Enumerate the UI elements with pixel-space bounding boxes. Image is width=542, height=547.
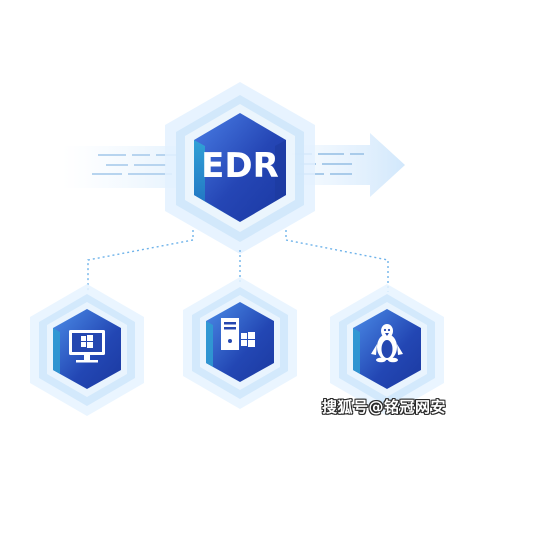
connector-lines [87,230,389,292]
server-windows-icon [221,318,255,350]
endpoint-windows-desktop [30,284,144,416]
edr-label: EDR [201,146,279,186]
windows-monitor-icon [69,330,105,363]
linux-penguin-icon [371,324,403,363]
edr-center-node: EDR [165,82,315,254]
endpoint-windows-server [183,277,297,409]
endpoint-linux [330,284,444,416]
connector-left [87,230,194,292]
watermark-text: 搜狐号@铭冠网安 [322,398,447,416]
connector-right [285,230,389,292]
